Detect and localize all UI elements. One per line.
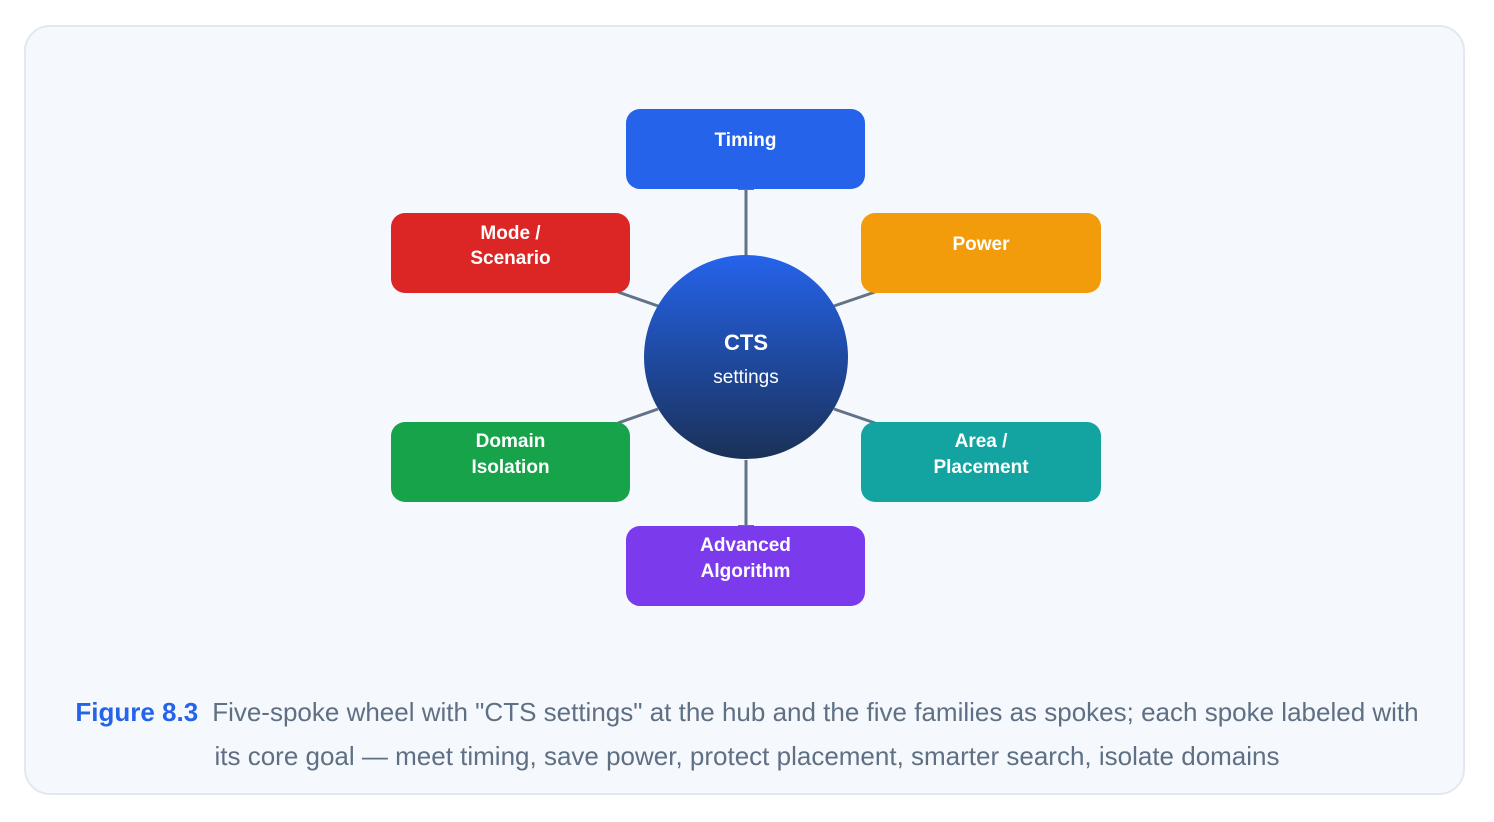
node-area-placement-label-line1: Area / xyxy=(955,431,1009,452)
figure-number: Figure 8.3 xyxy=(75,697,199,727)
figure-caption-text: Five-spoke wheel with "CTS settings" at … xyxy=(212,697,1419,771)
node-power: Power xyxy=(861,213,1101,293)
spoke-power xyxy=(833,290,876,308)
node-advanced-algorithm-box xyxy=(626,526,865,606)
node-timing: Timing xyxy=(626,109,865,189)
node-domain-isolation-label-line1: Domain xyxy=(476,431,546,452)
node-mode-scenario-box xyxy=(391,213,630,293)
node-power-box xyxy=(861,213,1101,293)
node-mode-scenario: Mode / Scenario xyxy=(391,213,630,293)
node-advanced-algorithm: Advanced Algorithm xyxy=(626,526,865,606)
spoke-area-placement xyxy=(833,407,876,425)
spoke-mode-scenario xyxy=(617,290,659,308)
node-timing-label: Timing xyxy=(715,130,777,151)
node-advanced-algorithm-label-line1: Advanced xyxy=(700,535,791,556)
node-advanced-algorithm-label-line2: Algorithm xyxy=(701,561,791,582)
figure-caption: Figure 8.3 Five-spoke wheel with "CTS set… xyxy=(60,690,1434,778)
node-mode-scenario-label-line1: Mode / xyxy=(480,223,541,244)
hub-subtitle: settings xyxy=(713,367,778,388)
node-power-label: Power xyxy=(952,234,1010,255)
node-area-placement: Area / Placement xyxy=(861,422,1101,502)
hub: CTS settings xyxy=(644,255,848,459)
hub-circle xyxy=(644,255,848,459)
node-area-placement-label-line2: Placement xyxy=(933,457,1029,478)
node-domain-isolation-label-line2: Isolation xyxy=(471,457,549,478)
hub-title: CTS xyxy=(724,330,768,355)
spoke-domain-isolation xyxy=(617,407,659,425)
node-domain-isolation: Domain Isolation xyxy=(391,422,630,502)
node-timing-box xyxy=(626,109,865,189)
node-area-placement-box xyxy=(861,422,1101,502)
node-mode-scenario-label-line2: Scenario xyxy=(470,248,550,269)
node-domain-isolation-box xyxy=(391,422,630,502)
